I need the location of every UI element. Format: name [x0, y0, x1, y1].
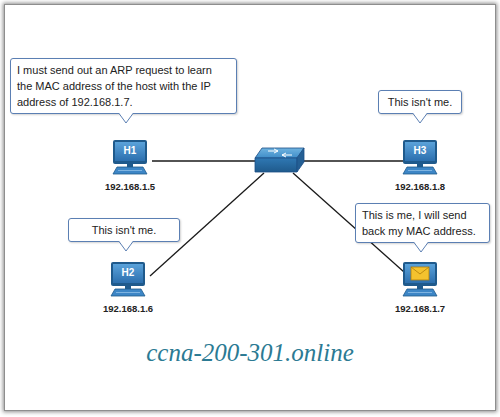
host-name: H3 [400, 145, 440, 157]
watermark: ccna-200-301.online [0, 338, 500, 368]
speech-bubble: I must send out an ARP request to learn … [10, 58, 237, 114]
bubble-pointer [413, 113, 427, 124]
switch-symbol [255, 148, 304, 172]
bubble-text: This is me, I will send back my MAC addr… [362, 207, 483, 239]
ip-address: 192.168.1.6 [78, 303, 178, 315]
bubble-pointer [119, 241, 133, 252]
speech-bubble: This isn't me. [68, 218, 180, 242]
ip-address: 192.168.1.8 [370, 181, 470, 193]
bubble-text: I must send out an ARP request to learn … [17, 62, 230, 110]
bubble-text: This isn't me. [385, 94, 455, 110]
ip-address: 192.168.1.7 [370, 303, 470, 315]
cable [298, 160, 404, 161]
host-computer: H2192.168.1.6 [93, 261, 163, 319]
computer-symbol [400, 261, 440, 301]
cable [152, 160, 258, 161]
host-computer: H3192.168.1.8 [385, 139, 455, 197]
host-name: H1 [110, 145, 150, 157]
host-computer: 192.168.1.7 [385, 261, 455, 319]
bubble-pointer [119, 113, 133, 124]
ip-address: 192.168.1.5 [80, 181, 180, 193]
bubble-pointer [414, 242, 428, 253]
speech-bubble: This is me, I will send back my MAC addr… [355, 203, 490, 243]
envelope-icon [411, 267, 429, 280]
bubble-text: This isn't me. [75, 222, 173, 238]
speech-bubble: This isn't me. [378, 90, 462, 114]
host-name: H2 [108, 267, 148, 279]
host-computer: H1192.168.1.5 [95, 139, 165, 197]
